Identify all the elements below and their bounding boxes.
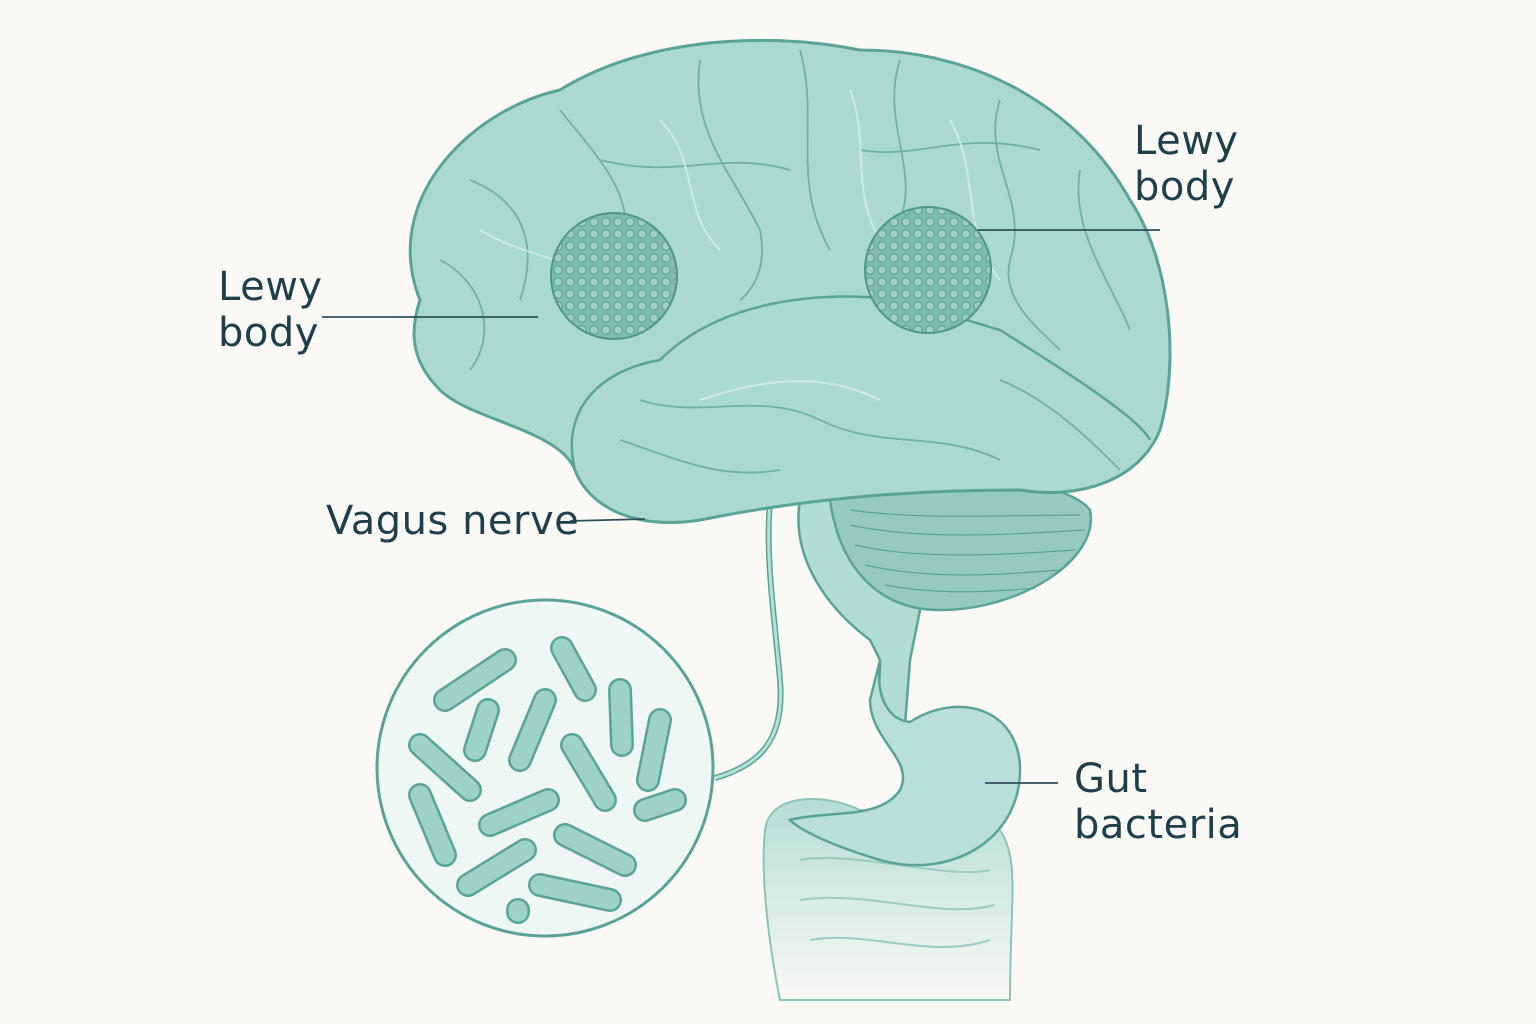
label-line: Lewy xyxy=(218,264,323,310)
label-lewy-body-right: Lewy body xyxy=(1134,118,1239,210)
leader-vagus xyxy=(569,518,646,522)
label-vagus-nerve: Vagus nerve xyxy=(326,498,580,544)
label-line: Gut xyxy=(1074,756,1148,802)
lewy-body-left xyxy=(550,212,678,340)
label-line: body xyxy=(218,310,319,356)
label-line: bacteria xyxy=(1074,802,1243,848)
stomach xyxy=(787,659,1022,867)
bacteria xyxy=(408,636,687,924)
label-line: body xyxy=(1134,164,1235,210)
label-gut-bacteria: Gut bacteria xyxy=(1074,756,1242,848)
temporal-lobe xyxy=(570,295,1152,471)
lewy-body-right xyxy=(864,206,992,334)
label-line: Lewy xyxy=(1134,118,1239,164)
label-lewy-body-left: Lewy body xyxy=(218,264,323,356)
